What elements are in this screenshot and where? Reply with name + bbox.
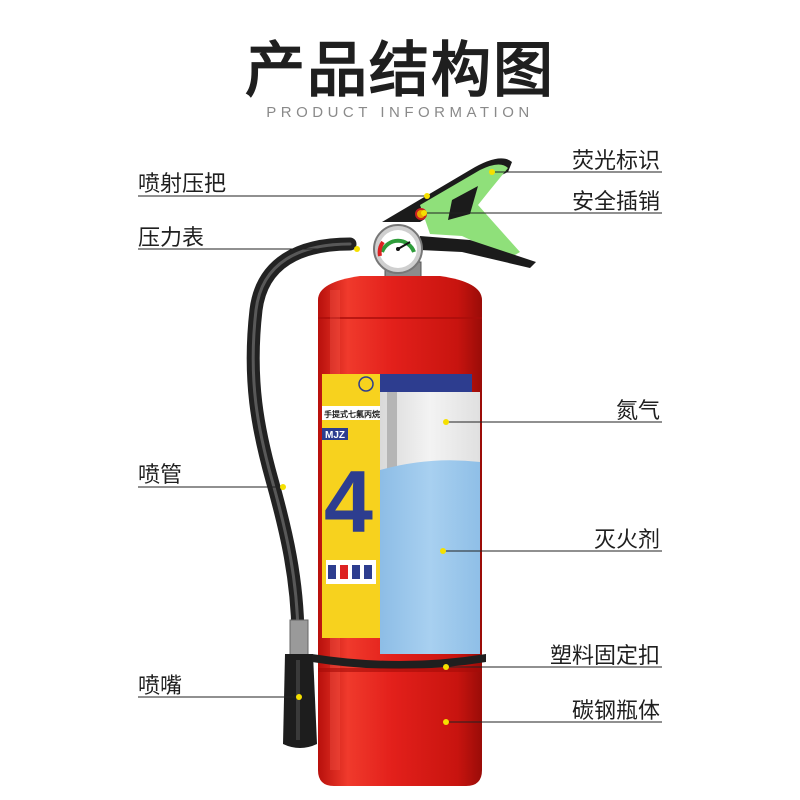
page-subtitle: PRODUCT INFORMATION xyxy=(266,104,534,121)
label-nitrogen: 氮气 xyxy=(615,399,660,424)
label-discharge-handle: 喷射压把 xyxy=(138,172,227,197)
hose-ferrule xyxy=(289,619,309,657)
label-safety-pin: 安全插销 xyxy=(571,190,660,215)
label-hose: 喷管 xyxy=(138,463,183,488)
label-carbon-steel-body: 碳钢瓶体 xyxy=(571,699,660,724)
sticker-code: MJZ xyxy=(325,430,345,441)
label-nozzle: 喷嘴 xyxy=(138,674,183,699)
carry-handle xyxy=(420,236,536,268)
plastic-clamp xyxy=(312,654,486,669)
sticker-title: 手提式七氟丙烷 xyxy=(324,409,380,419)
sticker-capacity: 4 xyxy=(324,452,373,551)
label-extinguishing-agent: 灭火剂 xyxy=(593,528,660,553)
page-title: 产品结构图 xyxy=(245,36,555,106)
label-fluorescent-mark: 荧光标识 xyxy=(571,149,660,174)
label-pressure-gauge: 压力表 xyxy=(138,226,205,251)
label-plastic-clamp: 塑料固定扣 xyxy=(549,644,660,669)
extinguishing-agent xyxy=(380,460,480,654)
